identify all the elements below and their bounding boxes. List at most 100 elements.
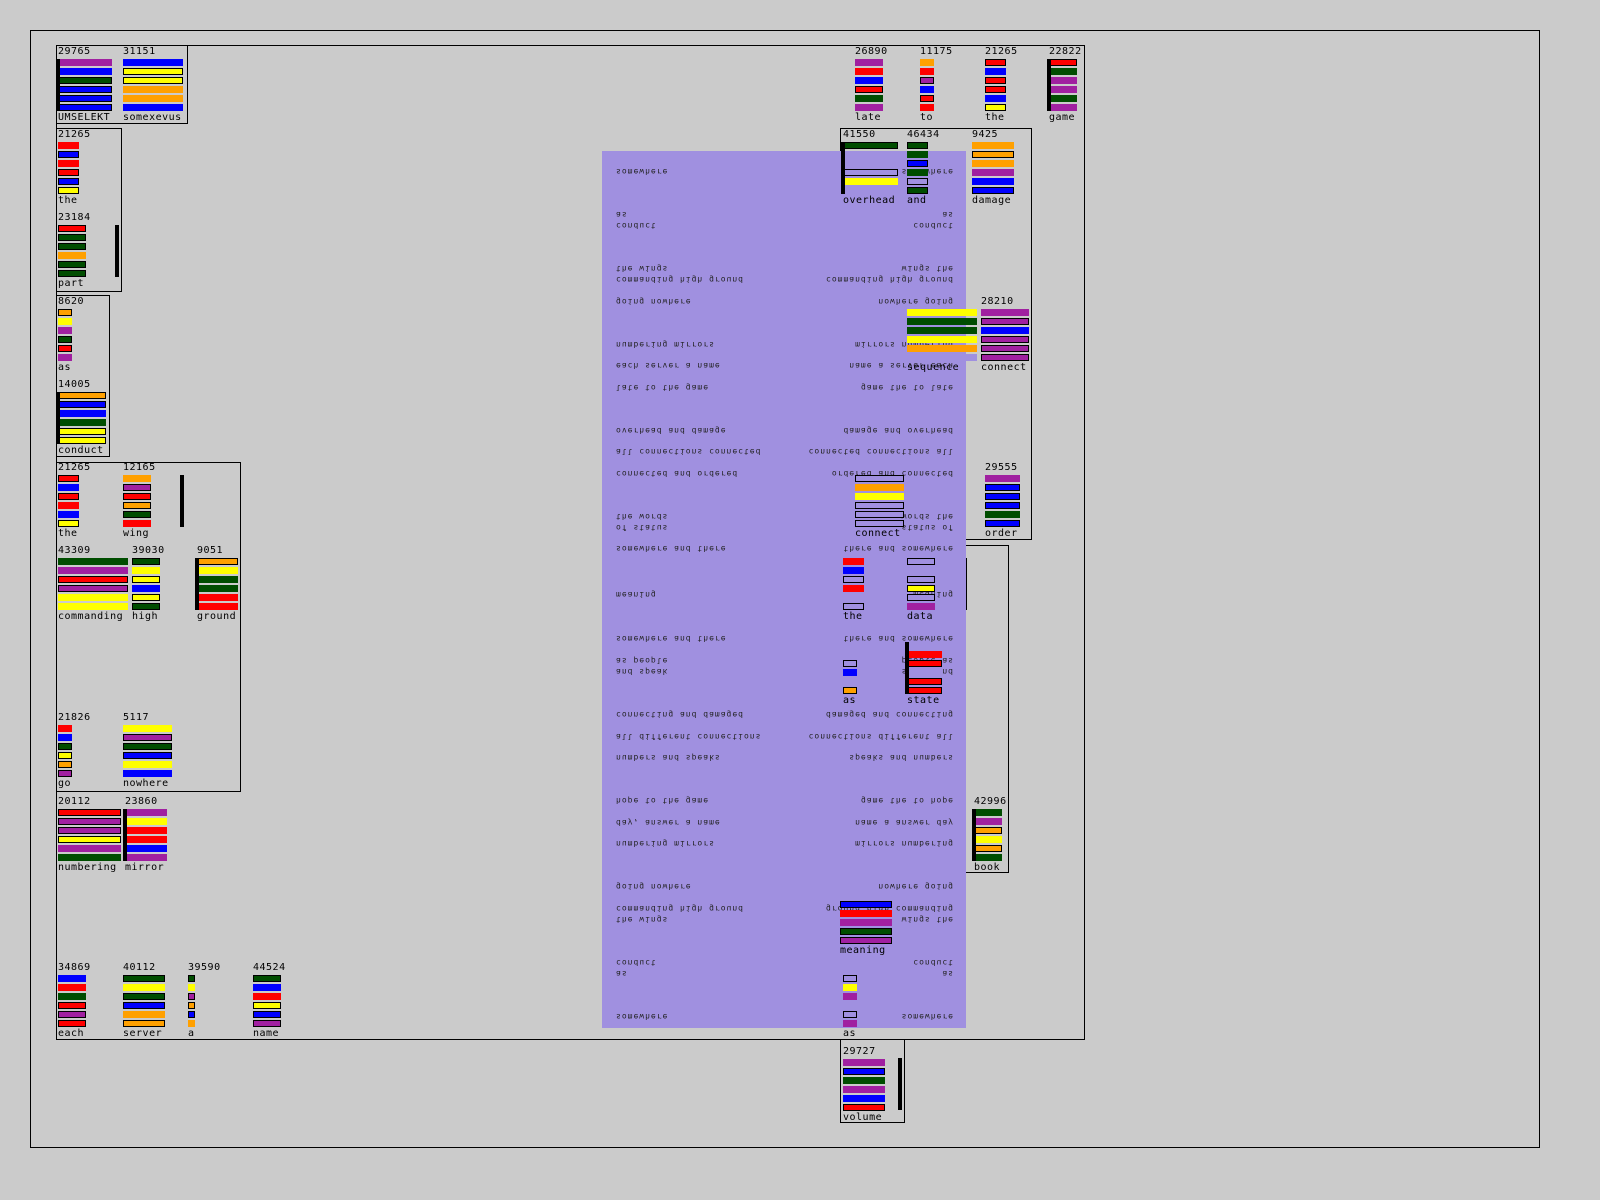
bar-purple	[125, 809, 167, 816]
widget-value: 12165	[123, 462, 156, 473]
bar-green	[843, 1077, 885, 1084]
bar-red	[58, 475, 79, 482]
bar-red	[985, 77, 1006, 84]
widget-label: and	[907, 195, 927, 206]
bar-green	[840, 928, 892, 935]
bar-green	[974, 854, 1002, 861]
bar-red	[58, 502, 79, 509]
bar-green	[855, 95, 883, 102]
bar-blue	[188, 1011, 195, 1018]
bar-yellow	[58, 187, 79, 194]
bar-yellow	[132, 576, 160, 583]
bar-lavender	[843, 169, 898, 176]
bar-purple	[981, 354, 1029, 361]
bar-purple	[125, 854, 167, 861]
bar-purple	[974, 818, 1002, 825]
widget-label: book	[974, 862, 1001, 873]
bar-blue	[58, 178, 79, 185]
bar-purple	[188, 993, 195, 1000]
bar-red	[985, 86, 1006, 93]
bar-green	[132, 558, 160, 565]
overlay-text-line: somewhere and there	[616, 544, 727, 553]
bar-red	[123, 493, 151, 500]
bar-blue	[123, 770, 172, 777]
overlay-text-line: game the to hope	[860, 796, 954, 805]
widget-value: 14005	[58, 379, 91, 390]
bar-lavender	[843, 160, 898, 167]
bar-yellow	[123, 68, 183, 75]
bar-green	[58, 77, 112, 84]
bar-blue	[920, 86, 934, 93]
bar-yellow	[58, 752, 72, 759]
bar-purple	[840, 919, 892, 926]
bar-red	[58, 725, 72, 732]
widget-value: 29765	[58, 46, 91, 57]
bar-red	[907, 687, 942, 694]
overlay-text-line: all connections connected	[616, 447, 762, 456]
bar-lavender	[855, 520, 904, 527]
widget-label: the	[58, 528, 78, 539]
bar-lavender	[907, 178, 928, 185]
bar-green	[123, 743, 172, 750]
widget-label: go	[58, 778, 72, 789]
widget-label: a	[188, 1028, 195, 1039]
bar-blue	[840, 901, 892, 908]
widget-label: numbering	[58, 862, 117, 873]
bar-purple	[843, 1086, 885, 1093]
bar-purple	[1049, 86, 1077, 93]
bar-lavender	[843, 642, 857, 649]
bar-red	[843, 558, 864, 565]
bar-lavender	[907, 567, 935, 574]
outer-frame	[30, 30, 1540, 1148]
bar-lavender	[855, 502, 904, 509]
bar-orange	[974, 845, 1002, 852]
overlay-text-line: numbering mirrors	[616, 340, 715, 349]
bar-orange	[123, 1020, 165, 1027]
bar-red	[58, 169, 79, 176]
overlay-text-line: as people	[616, 656, 669, 665]
bar-yellow	[907, 585, 935, 592]
scroll-marker	[115, 225, 119, 277]
widget-value: 9051	[197, 545, 224, 556]
bar-purple	[920, 77, 934, 84]
bar-lavender	[843, 651, 857, 658]
bar-green	[197, 576, 238, 583]
widget-label: mirror	[125, 862, 165, 873]
bar-purple	[855, 104, 883, 111]
bar-orange	[855, 484, 904, 491]
bar-orange	[972, 151, 1014, 158]
widget-label: each	[58, 1028, 85, 1039]
bar-green	[58, 336, 72, 343]
widget-label: nowhere	[123, 778, 169, 789]
bar-yellow	[907, 336, 977, 343]
widget-value: 41550	[843, 129, 876, 140]
bar-orange	[123, 502, 151, 509]
bar-green	[58, 419, 106, 426]
widget-label: damage	[972, 195, 1012, 206]
widget-value: 29727	[843, 1046, 876, 1057]
bar-green	[58, 743, 72, 750]
bar-lavender	[907, 576, 935, 583]
widget-value: 31151	[123, 46, 156, 57]
bar-purple	[972, 169, 1014, 176]
widget-label: ground	[197, 611, 237, 622]
widget-label: somexevus	[123, 112, 182, 123]
overlay-text-line: game the to late	[860, 383, 954, 392]
widget-label: name	[253, 1028, 280, 1039]
bar-lavender	[840, 892, 892, 899]
overlay-text-line: nowhere going	[878, 297, 954, 306]
widget-value: 46434	[907, 129, 940, 140]
bar-blue	[972, 187, 1014, 194]
widget-label: server	[123, 1028, 163, 1039]
bar-blue	[58, 68, 112, 75]
overlay-text-line: somewhere	[616, 167, 669, 176]
bar-blue	[253, 984, 281, 991]
overlay-text-line: overhead and damage	[616, 426, 727, 435]
bar-yellow	[58, 836, 121, 843]
widget-label: connect	[981, 362, 1027, 373]
bar-red	[58, 1002, 86, 1009]
bar-purple	[843, 1020, 857, 1027]
overlay-text-line: there and somewhere	[843, 544, 954, 553]
overlay-text-line: numbers and speaks	[616, 753, 721, 762]
